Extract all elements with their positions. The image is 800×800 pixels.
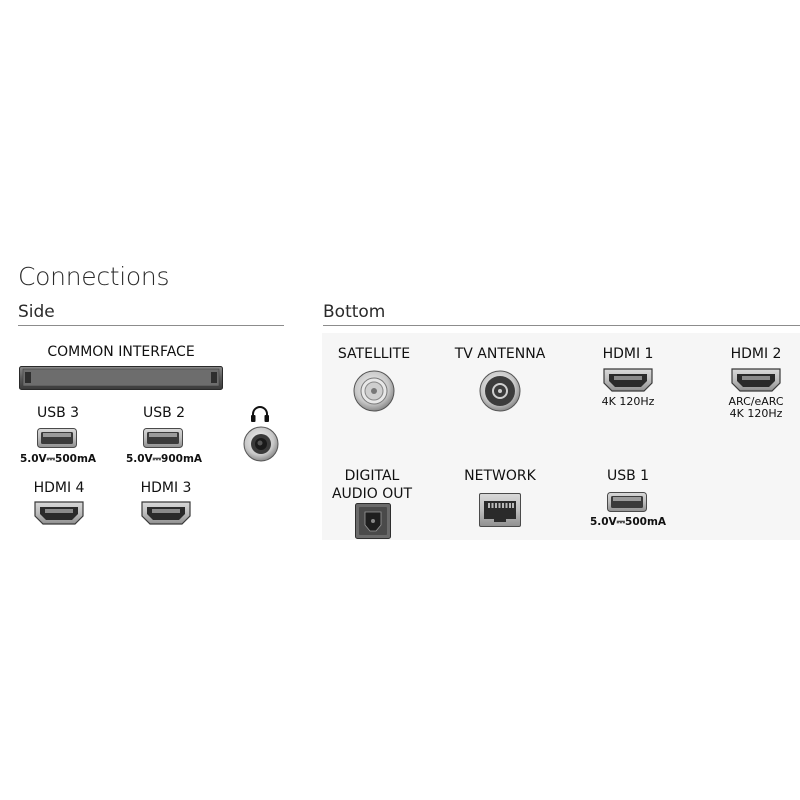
network-label: NETWORK: [464, 468, 536, 484]
section-bottom-label: Bottom: [323, 302, 386, 322]
usb2-label: USB 2: [142, 405, 186, 421]
hdmi2-port[interactable]: [730, 367, 782, 393]
hdmi3-port[interactable]: [140, 500, 192, 526]
usb1-label: USB 1: [606, 468, 650, 484]
hdmi3-label: HDMI 3: [140, 480, 192, 496]
side-divider: [18, 325, 284, 326]
hdmi4-port[interactable]: [33, 500, 85, 526]
hdmi1-spec: 4K 120Hz: [601, 395, 655, 408]
satellite-label: SATELLITE: [337, 346, 411, 362]
hdmi2-spec-arc: ARC/eARC: [728, 395, 784, 408]
usb3-port[interactable]: [37, 428, 77, 448]
hdmi2-label: HDMI 2: [730, 346, 782, 362]
headphone-jack[interactable]: [243, 426, 279, 462]
page-title: Connections: [18, 262, 170, 291]
tv-antenna-connector[interactable]: [478, 369, 522, 413]
section-side-label: Side: [18, 302, 55, 322]
usb2-port[interactable]: [143, 428, 183, 448]
common-interface-slot[interactable]: [19, 366, 223, 390]
hdmi1-port[interactable]: [602, 367, 654, 393]
bottom-divider: [323, 325, 800, 326]
digital-audio-label-line2: AUDIO OUT: [331, 486, 413, 502]
digital-audio-label-line1: DIGITAL: [344, 468, 400, 484]
hdmi4-label: HDMI 4: [33, 480, 85, 496]
common-interface-label: COMMON INTERFACE: [47, 344, 195, 360]
hdmi2-spec-res: 4K 120Hz: [729, 407, 783, 420]
bottom-panel: [322, 333, 800, 540]
usb2-spec: 5.0V⎓900mA: [125, 453, 203, 465]
network-port[interactable]: [479, 493, 521, 527]
digital-audio-out-port[interactable]: [355, 503, 391, 539]
usb3-label: USB 3: [36, 405, 80, 421]
hdmi1-label: HDMI 1: [602, 346, 654, 362]
usb1-port[interactable]: [607, 492, 647, 512]
tv-antenna-label: TV ANTENNA: [454, 346, 546, 362]
usb1-spec: 5.0V⎓500mA: [589, 516, 667, 528]
usb3-spec: 5.0V⎓500mA: [19, 453, 97, 465]
headphone-icon: [251, 406, 269, 422]
satellite-connector[interactable]: [352, 369, 396, 413]
